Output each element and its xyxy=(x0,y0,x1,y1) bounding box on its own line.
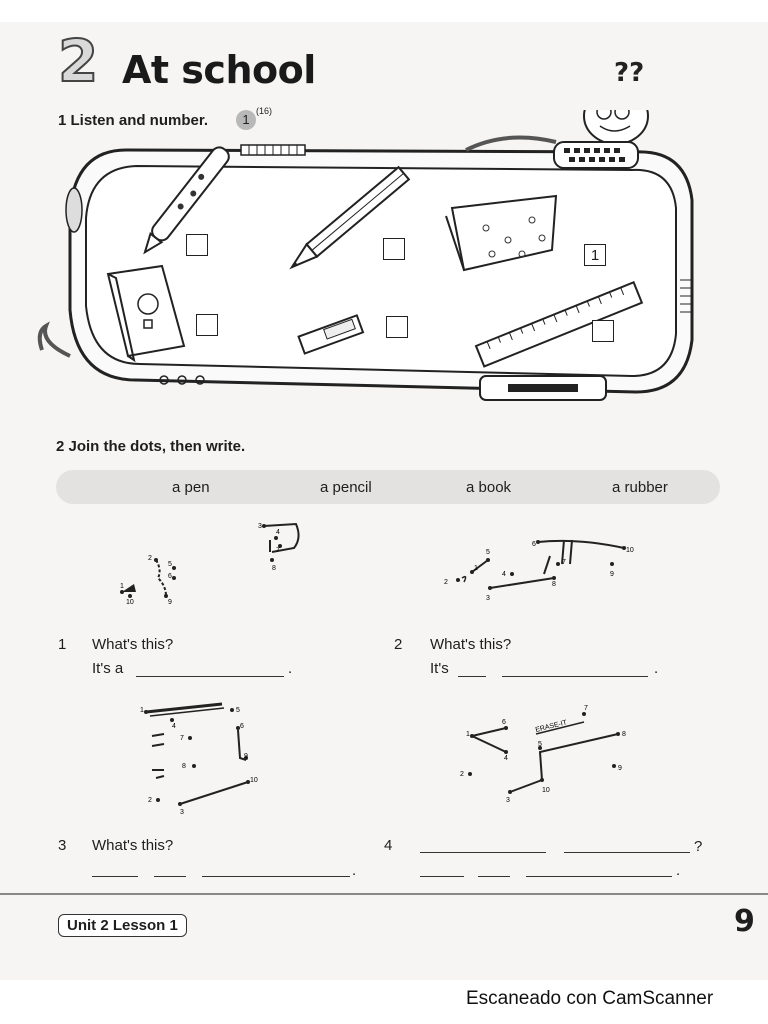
dot-label: 8 xyxy=(622,731,626,738)
dot-label: 9 xyxy=(610,571,614,578)
dot-label: 8 xyxy=(552,581,556,588)
dot-label: 5 xyxy=(236,707,240,714)
word-bank-item: a pencil xyxy=(320,479,372,496)
word-bank-item: a rubber xyxy=(612,479,668,496)
dot-label: 1 xyxy=(120,583,124,590)
question-4-answer-line-2[interactable] xyxy=(478,876,510,877)
dot-label: 9 xyxy=(244,753,248,760)
question-1-answer-line[interactable] xyxy=(136,676,284,677)
question-3-answer-line-3[interactable] xyxy=(202,876,350,877)
dot-puzzle-pen[interactable]: 1 2 3 4 5 6 7 8 9 10 xyxy=(438,530,648,604)
dot-label: 5 xyxy=(538,741,542,748)
dot-label: 3 xyxy=(258,523,262,530)
word-bank-item: a pen xyxy=(172,479,210,496)
dot-label: 4 xyxy=(276,529,280,536)
question-number-1: 1 xyxy=(58,636,67,653)
answer-box-pencil[interactable] xyxy=(383,238,405,260)
word-bank xyxy=(56,470,720,504)
question-4-question-line-1[interactable] xyxy=(420,852,546,853)
dot-label: 6 xyxy=(168,573,172,580)
unit-number: 2 xyxy=(57,27,99,95)
question-3-answer-line-2[interactable] xyxy=(154,876,186,877)
dot-label: 5 xyxy=(486,549,490,556)
question-4-period: . xyxy=(676,862,681,879)
question-number-4: 4 xyxy=(384,837,393,854)
dot-label: 7 xyxy=(276,547,280,554)
question-3-prompt: What's this? xyxy=(92,837,174,854)
exercise-2-instruction: 2 Join the dots, then write. xyxy=(56,438,246,455)
dot-label: 1 xyxy=(140,707,144,714)
dot-label: 4 xyxy=(172,723,176,730)
question-number-2: 2 xyxy=(394,636,403,653)
dot-label: 7 xyxy=(584,705,588,712)
dot-label: 9 xyxy=(168,599,172,606)
lesson-label: Unit 2 Lesson 1 xyxy=(58,914,187,937)
question-1-period: . xyxy=(288,660,293,677)
question-4-answer-line-1[interactable] xyxy=(420,876,464,877)
word-bank-item: a book xyxy=(466,479,512,496)
dot-label: 7 xyxy=(180,735,184,742)
dot-label: 3 xyxy=(180,809,184,816)
question-3-period: . xyxy=(352,862,357,879)
answer-box-book[interactable] xyxy=(196,314,218,336)
dot-label: 3 xyxy=(506,797,510,804)
question-1-prompt: What's this? xyxy=(92,636,174,653)
answer-box-ruler[interactable] xyxy=(592,320,614,342)
dot-label: 4 xyxy=(504,755,508,762)
answer-box-pencil-case[interactable]: 1 xyxy=(584,244,606,266)
audio-track-badge: 1 xyxy=(236,110,256,130)
question-2-answer-line-2[interactable] xyxy=(502,676,648,677)
pencil-case-illustration xyxy=(37,110,694,401)
dot-label: 10 xyxy=(626,547,634,554)
page-number: 9 xyxy=(734,904,755,939)
audio-track-number: (16) xyxy=(256,106,273,116)
question-2-period: . xyxy=(654,660,659,677)
dot-label: 9 xyxy=(618,765,622,772)
question-marks-icon: ?? xyxy=(614,58,645,88)
dot-label: 5 xyxy=(168,561,172,568)
dot-label: 2 xyxy=(148,797,152,804)
question-4-question-mark: ? xyxy=(694,838,703,855)
answer-box-rubber[interactable] xyxy=(386,316,408,338)
dot-puzzle-rubber[interactable]: 1 2 3 4 5 6 7 8 9 10 ERASE-IT xyxy=(456,700,636,808)
question-1-answer-start: It's a xyxy=(92,660,124,677)
question-2-answer-line-1[interactable] xyxy=(458,676,486,677)
question-2-prompt: What's this? xyxy=(430,636,512,653)
dot-label: 1 xyxy=(474,565,478,572)
question-4-question-line-2[interactable] xyxy=(564,852,690,853)
dot-label: 2 xyxy=(460,771,464,778)
question-4-answer-line-3[interactable] xyxy=(526,876,672,877)
answer-box-pen[interactable] xyxy=(186,234,208,256)
dot-label: 10 xyxy=(250,777,258,784)
question-2-answer-start: It's xyxy=(430,660,449,677)
dot-puzzle-book[interactable]: 1 2 3 4 5 6 7 8 9 10 xyxy=(140,700,270,816)
scanner-watermark: Escaneado con CamScanner xyxy=(466,988,714,1009)
footer-divider xyxy=(0,893,768,895)
question-3-answer-line-1[interactable] xyxy=(92,876,138,877)
dot-label: 6 xyxy=(532,541,536,548)
dot-label: 8 xyxy=(182,763,186,770)
dot-label: 6 xyxy=(240,723,244,730)
dot-label: 7 xyxy=(562,559,566,566)
dot-label: 2 xyxy=(148,555,152,562)
dot-label: 8 xyxy=(272,565,276,572)
dot-label: 4 xyxy=(502,571,506,578)
dot-puzzle-pencil[interactable]: 1 2 3 4 5 6 7 8 9 10 xyxy=(110,516,310,612)
dot-label: 1 xyxy=(466,731,470,738)
page-title: At school xyxy=(122,48,316,92)
dot-label: 2 xyxy=(444,579,448,586)
dot-label: 6 xyxy=(502,719,506,726)
exercise-1-instruction: 1 Listen and number. xyxy=(58,112,209,129)
dot-label: 3 xyxy=(486,595,490,602)
dot-label: 10 xyxy=(126,599,134,606)
question-number-3: 3 xyxy=(58,837,67,854)
dot-label: 10 xyxy=(542,787,550,794)
rubber-brand-label: ERASE-IT xyxy=(535,719,569,734)
